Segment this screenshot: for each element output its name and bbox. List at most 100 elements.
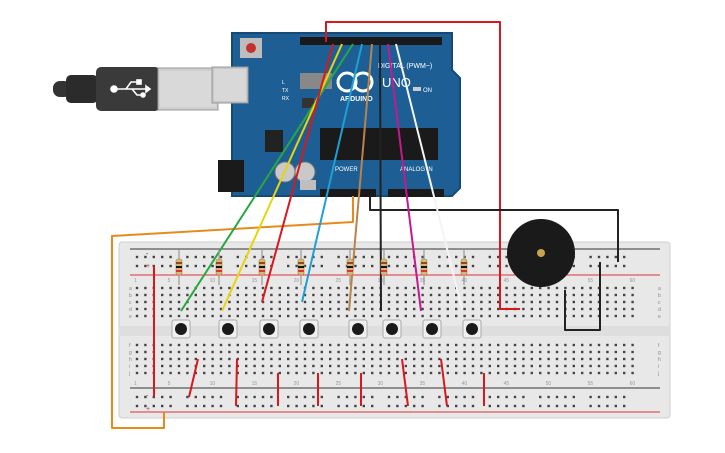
breadboard-hole[interactable] bbox=[253, 357, 256, 361]
breadboard-hole[interactable] bbox=[455, 293, 458, 297]
breadboard-hole[interactable] bbox=[455, 404, 458, 408]
breadboard-hole[interactable] bbox=[253, 404, 256, 408]
breadboard-hole[interactable] bbox=[505, 404, 508, 408]
breadboard-hole[interactable] bbox=[371, 286, 374, 290]
breadboard-hole[interactable] bbox=[413, 286, 416, 290]
breadboard-hole[interactable] bbox=[614, 307, 617, 311]
breadboard-hole[interactable] bbox=[362, 300, 365, 304]
breadboard-hole[interactable] bbox=[564, 371, 567, 375]
breadboard-hole[interactable] bbox=[446, 364, 449, 368]
breadboard-hole[interactable] bbox=[404, 343, 407, 347]
breadboard-hole[interactable] bbox=[371, 404, 374, 408]
breadboard-hole[interactable] bbox=[236, 286, 239, 290]
breadboard-hole[interactable] bbox=[177, 293, 181, 297]
breadboard-hole[interactable] bbox=[522, 300, 525, 304]
breadboard-hole[interactable] bbox=[555, 350, 559, 354]
breadboard-hole[interactable] bbox=[421, 357, 424, 361]
breadboard-hole[interactable] bbox=[303, 357, 307, 361]
breadboard-hole[interactable] bbox=[312, 357, 315, 361]
breadboard-hole[interactable] bbox=[371, 364, 374, 368]
breadboard-hole[interactable] bbox=[228, 300, 231, 304]
breadboard-hole[interactable] bbox=[345, 395, 349, 399]
breadboard-hole[interactable] bbox=[245, 350, 248, 354]
breadboard-hole[interactable] bbox=[295, 300, 298, 304]
breadboard-hole[interactable] bbox=[589, 286, 592, 290]
breadboard-hole[interactable] bbox=[631, 364, 634, 368]
breadboard-hole[interactable] bbox=[144, 255, 147, 259]
pushbutton[interactable] bbox=[299, 319, 319, 339]
breadboard-hole[interactable] bbox=[471, 395, 475, 399]
breadboard-hole[interactable] bbox=[555, 300, 559, 304]
breadboard-hole[interactable] bbox=[555, 293, 559, 297]
breadboard-hole[interactable] bbox=[219, 286, 223, 290]
breadboard-hole[interactable] bbox=[253, 255, 256, 259]
breadboard-hole[interactable] bbox=[228, 357, 231, 361]
breadboard-hole[interactable] bbox=[463, 364, 466, 368]
breadboard-hole[interactable] bbox=[547, 395, 550, 399]
breadboard-hole[interactable] bbox=[581, 293, 584, 297]
breadboard-hole[interactable] bbox=[589, 300, 592, 304]
breadboard-hole[interactable] bbox=[186, 307, 189, 311]
breadboard-hole[interactable] bbox=[589, 307, 592, 311]
breadboard-hole[interactable] bbox=[547, 307, 550, 311]
breadboard-hole[interactable] bbox=[471, 314, 475, 318]
breadboard-hole[interactable] bbox=[387, 255, 391, 259]
breadboard-hole[interactable] bbox=[186, 395, 189, 399]
breadboard-hole[interactable] bbox=[614, 343, 617, 347]
breadboard-hole[interactable] bbox=[547, 314, 550, 318]
breadboard-hole[interactable] bbox=[228, 364, 231, 368]
breadboard-hole[interactable] bbox=[497, 404, 500, 408]
breadboard-hole[interactable] bbox=[623, 307, 626, 311]
breadboard-hole[interactable] bbox=[387, 264, 391, 268]
breadboard-hole[interactable] bbox=[253, 300, 256, 304]
breadboard-hole[interactable] bbox=[161, 343, 164, 347]
breadboard-hole[interactable] bbox=[253, 307, 256, 311]
jumper-wire[interactable] bbox=[111, 196, 354, 429]
breadboard-hole[interactable] bbox=[169, 314, 172, 318]
breadboard-hole[interactable] bbox=[429, 307, 433, 311]
breadboard-hole[interactable] bbox=[144, 264, 147, 268]
breadboard-hole[interactable] bbox=[564, 357, 567, 361]
breadboard-hole[interactable] bbox=[429, 371, 433, 375]
breadboard-hole[interactable] bbox=[539, 404, 542, 408]
breadboard-hole[interactable] bbox=[446, 286, 449, 290]
breadboard-hole[interactable] bbox=[362, 307, 365, 311]
breadboard-hole[interactable] bbox=[270, 300, 273, 304]
breadboard-hole[interactable] bbox=[396, 364, 399, 368]
breadboard-hole[interactable] bbox=[362, 264, 365, 268]
jumper-wire[interactable] bbox=[401, 358, 409, 407]
breadboard-hole[interactable] bbox=[354, 264, 357, 268]
breadboard-hole[interactable] bbox=[623, 371, 626, 375]
breadboard-hole[interactable] bbox=[320, 364, 323, 368]
breadboard-hole[interactable] bbox=[429, 364, 433, 368]
breadboard-hole[interactable] bbox=[253, 343, 256, 347]
breadboard-hole[interactable] bbox=[177, 350, 181, 354]
breadboard-hole[interactable] bbox=[589, 404, 592, 408]
breadboard-hole[interactable] bbox=[261, 395, 265, 399]
breadboard-hole[interactable] bbox=[631, 371, 634, 375]
breadboard-hole[interactable] bbox=[337, 293, 340, 297]
breadboard-hole[interactable] bbox=[245, 343, 248, 347]
breadboard-hole[interactable] bbox=[312, 350, 315, 354]
breadboard-hole[interactable] bbox=[169, 255, 172, 259]
breadboard-hole[interactable] bbox=[354, 357, 357, 361]
breadboard-hole[interactable] bbox=[329, 314, 332, 318]
breadboard-hole[interactable] bbox=[413, 371, 416, 375]
breadboard-hole[interactable] bbox=[161, 357, 164, 361]
breadboard-hole[interactable] bbox=[463, 404, 466, 408]
breadboard-hole[interactable] bbox=[497, 264, 500, 268]
breadboard-hole[interactable] bbox=[614, 371, 617, 375]
breadboard-hole[interactable] bbox=[261, 343, 265, 347]
breadboard-hole[interactable] bbox=[228, 371, 231, 375]
breadboard-hole[interactable] bbox=[236, 255, 239, 259]
breadboard-hole[interactable] bbox=[345, 371, 349, 375]
breadboard-hole[interactable] bbox=[497, 364, 500, 368]
breadboard-hole[interactable] bbox=[236, 307, 239, 311]
breadboard-hole[interactable] bbox=[320, 350, 323, 354]
breadboard-hole[interactable] bbox=[144, 307, 147, 311]
breadboard-hole[interactable] bbox=[320, 371, 323, 375]
breadboard-hole[interactable] bbox=[497, 255, 500, 259]
breadboard-hole[interactable] bbox=[404, 371, 407, 375]
breadboard-hole[interactable] bbox=[354, 364, 357, 368]
